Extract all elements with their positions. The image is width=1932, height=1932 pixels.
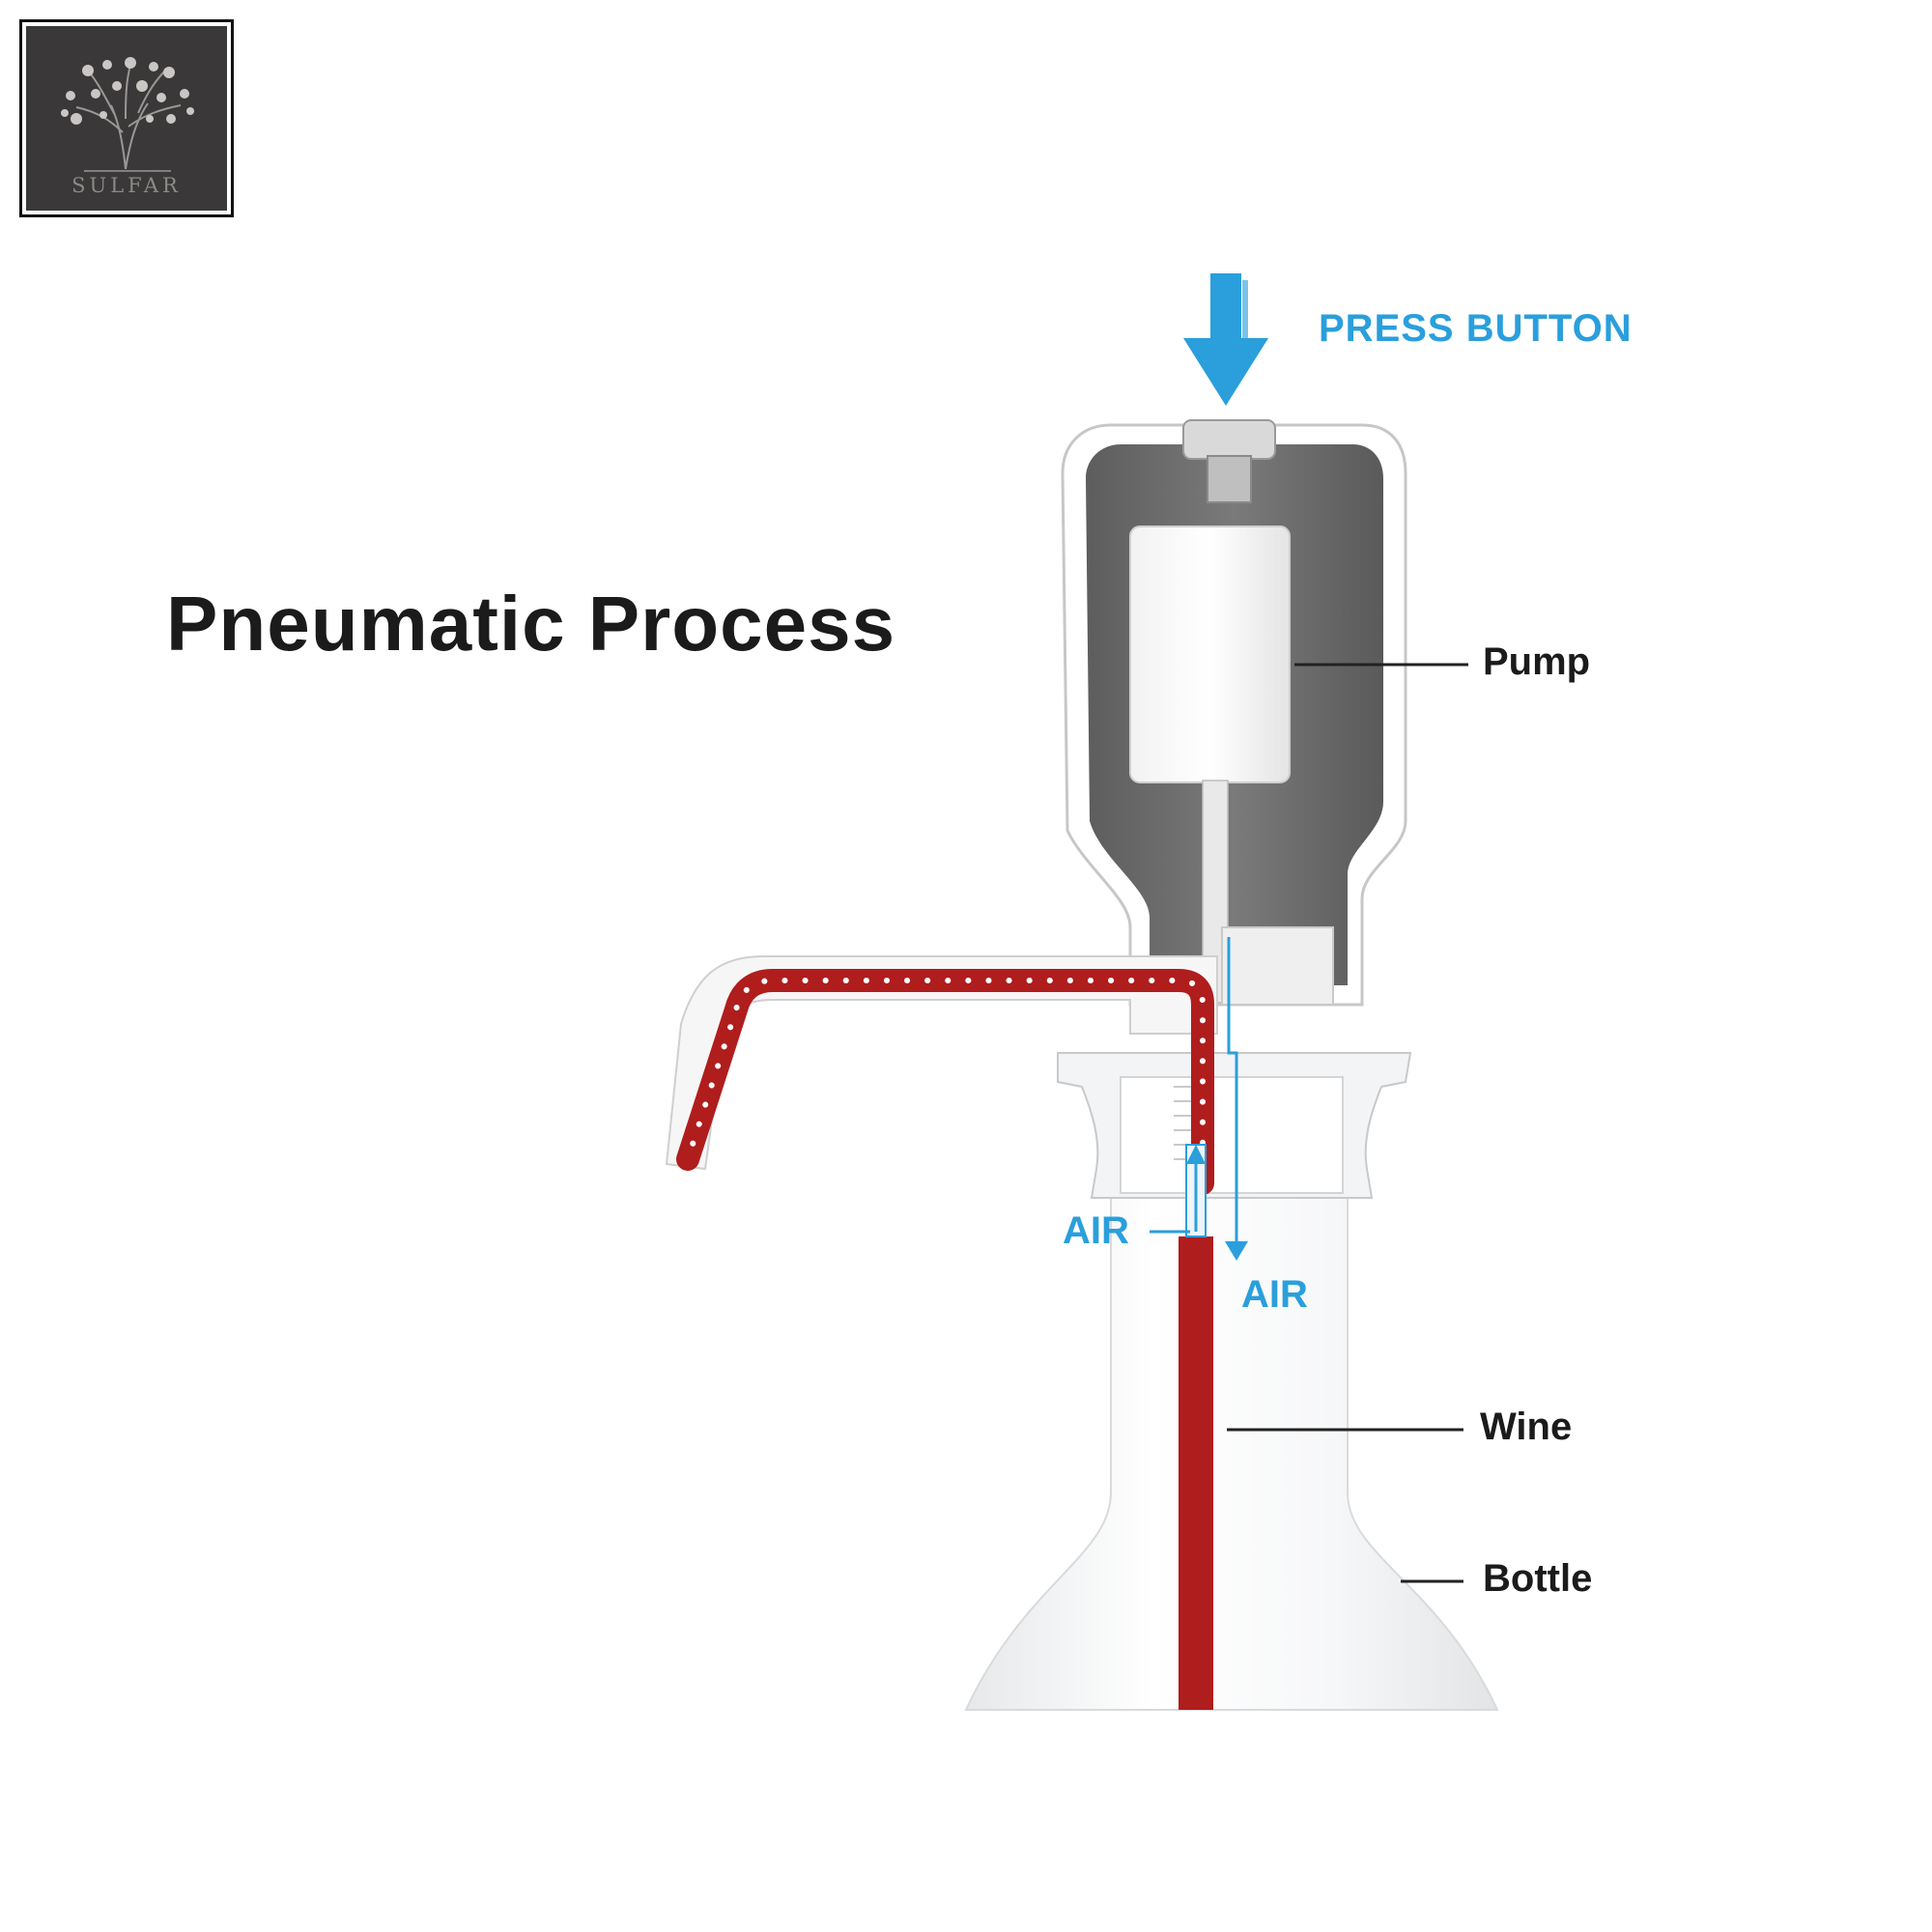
air-down-arrow [1225,937,1248,1261]
wine-tube [1179,1236,1213,1710]
bottle-label: Bottle [1483,1557,1593,1600]
bottle [964,1178,1499,1711]
pump-label: Pump [1483,640,1591,683]
logo-wordmark: SULFAR [71,174,182,197]
brand-logo: SULFAR [19,19,234,217]
press-button-cap [1182,419,1276,460]
press-arrow-icon [1183,273,1268,406]
pump-cylinder [1129,526,1291,783]
tree-icon [61,57,194,172]
diagram-title: Pneumatic Process [166,581,896,667]
wine-label: Wine [1480,1406,1573,1448]
logo-background: SULFAR [26,26,227,211]
air-left-label: AIR [1063,1209,1129,1252]
air-intake-tube [1185,1144,1207,1237]
press-button-label: PRESS BUTTON [1319,307,1633,350]
wine-flow-path [676,969,1214,1195]
air-right-label: AIR [1241,1273,1308,1316]
